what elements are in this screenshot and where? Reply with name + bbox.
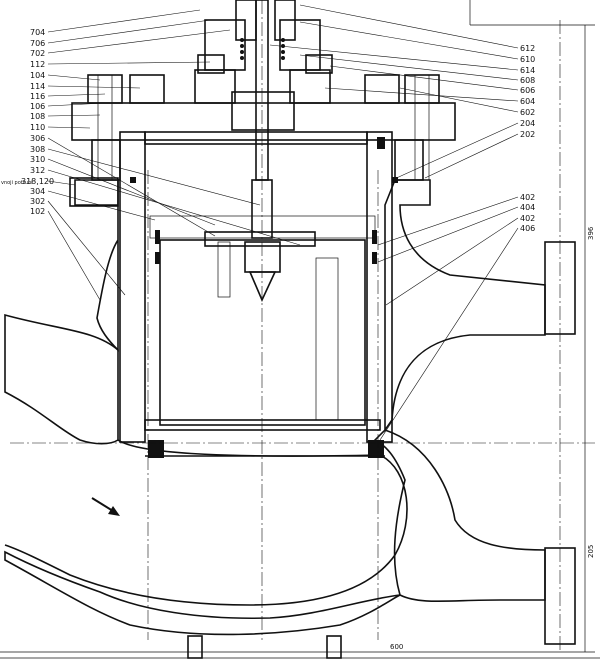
seals [130,137,398,264]
part-label: 704 [30,28,45,37]
flow-arrow [91,497,120,516]
part-label: 104 [30,71,45,80]
valve-body [0,177,600,659]
leader-lines-right [269,4,519,441]
part-label: 706 [30,39,45,48]
stuffing-box [194,0,331,131]
part-label: 308 [30,145,45,154]
part-label: 112 [30,60,45,69]
part-label: 102 [30,207,45,216]
small-note: vnoji potrubi [1,180,33,186]
part-label: 406 [520,224,535,233]
part-labels-left: 704 706 702 112 104 114 116 106 108 110 … [1,28,54,216]
part-labels-right: 612 610 614 608 606 604 602 204 202 402 … [520,44,535,233]
packing-rings [240,38,285,60]
part-label: 304 [30,187,45,196]
part-label: 202 [520,130,535,139]
part-label: 204 [520,119,535,128]
seat [144,419,385,458]
dimension-width-bottom: 600 [390,643,403,651]
part-label: 402 [520,214,535,223]
part-label: 106 [30,102,45,111]
part-label: 312 [30,166,45,175]
part-label: 110 [30,123,45,132]
center-lines [10,20,595,650]
part-label: 702 [30,49,45,58]
part-label: 402 [520,193,535,202]
part-label: 610 [520,55,535,64]
bolts [87,54,440,180]
valve-plug [149,215,376,426]
part-label: 318,120 [21,177,54,186]
dimension-lines [0,0,595,653]
part-label: 404 [520,203,535,212]
leader-lines-left [47,9,301,301]
part-label: 306 [30,134,45,143]
part-label: 608 [520,76,535,85]
part-label: 602 [520,108,535,117]
part-label: 606 [520,86,535,95]
part-label: 114 [30,82,45,91]
valve-stem [251,0,273,640]
part-label: 612 [520,44,535,53]
part-label: 614 [520,66,535,75]
dimension-height-upper: 396 [587,226,595,240]
dimension-labels: 396 205 600 [390,226,595,651]
part-label: 310 [30,155,45,164]
part-label: 108 [30,112,45,121]
part-label: 302 [30,197,45,206]
dimension-height-lower: 205 [587,545,595,558]
part-label: 604 [520,97,535,106]
part-label: 116 [30,92,45,101]
